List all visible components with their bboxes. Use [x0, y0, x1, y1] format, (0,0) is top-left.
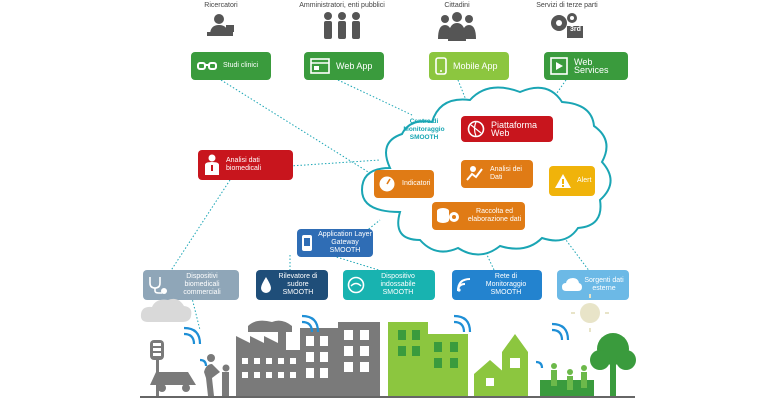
- web-services-button[interactable]: Web Services: [544, 52, 628, 80]
- web-services-icon: [550, 57, 568, 75]
- mobile-app-button[interactable]: Mobile App: [429, 52, 509, 80]
- device-biomedicali[interactable]: Dispositivi biomedicali commerciali: [143, 270, 239, 300]
- gateway-tile[interactable]: Application Layer Gateway SMOOTH: [297, 229, 373, 257]
- chart-pin-icon: [465, 164, 485, 184]
- actor-amministratori: Amministratori, enti pubblici: [282, 2, 402, 43]
- web-app-label: Web App: [336, 61, 373, 71]
- device-sorgenti-label: Sorgenti dati esterne: [584, 277, 624, 292]
- web-services-label: Web Services: [574, 57, 609, 75]
- stethoscope-icon: [147, 275, 169, 295]
- third-party-badge: 3rd: [570, 26, 581, 33]
- raccolta-dati-label: Raccolta ed elaborazione dati: [467, 208, 522, 223]
- analisi-dati-tile[interactable]: Analisi dei Dati: [461, 160, 533, 188]
- person-desk-icon: [207, 14, 234, 36]
- analisi-biomedicali-label: Analisi dati biomedicali: [226, 157, 262, 172]
- alert-label: Alert: [577, 177, 592, 184]
- actor-label: Cittadini: [444, 2, 470, 9]
- gauge-icon: [378, 175, 396, 193]
- analisi-biomedicali-tile[interactable]: Analisi dati biomedicali: [198, 150, 293, 180]
- doctor-icon: [204, 154, 220, 176]
- device-sudore[interactable]: Rilevatore di sudore SMOOTH: [256, 270, 328, 300]
- actor-label: Amministratori, enti pubblici: [299, 2, 385, 9]
- device-indossabile[interactable]: Dispositivo indossabile SMOOTH: [343, 270, 435, 300]
- cloud-title: Centro di Monitoraggio SMOOTH: [403, 118, 445, 141]
- actor-label: Ricercatori: [204, 2, 238, 9]
- wearable-icon: [347, 276, 365, 294]
- actor-terze-parti: Servizi di terze parti 3rd: [512, 2, 622, 41]
- device-sudore-label: Rilevatore di sudore SMOOTH: [278, 273, 318, 296]
- cloud-data-icon: [561, 277, 583, 293]
- studi-clinici-button[interactable]: Studi clinici: [191, 52, 271, 80]
- wifi-icon: [456, 277, 474, 293]
- warning-icon: [554, 173, 572, 189]
- actor-label: Servizi di terze parti: [536, 2, 598, 9]
- piattaforma-web-label: Piattaforma Web: [491, 120, 538, 138]
- gears-icon: [551, 13, 583, 38]
- crowd-icon: [438, 12, 476, 41]
- drop-icon: [260, 276, 272, 294]
- device-rete[interactable]: Rete di Monitoraggio SMOOTH: [452, 270, 542, 300]
- device-biomedicali-label: Dispositivi biomedicali commerciali: [183, 273, 221, 296]
- actor-cittadini: Cittadini: [402, 2, 512, 43]
- actor-ricercatori: Ricercatori: [166, 2, 276, 41]
- globe-cursor-icon: [467, 120, 485, 138]
- database-gears-icon: [436, 206, 460, 226]
- indicatori-label: Indicatori: [402, 180, 431, 187]
- analisi-dati-label: Analisi dei Dati: [490, 166, 522, 181]
- gateway-label: Application Layer Gateway SMOOTH: [318, 231, 372, 254]
- piattaforma-web-tile[interactable]: Piattaforma Web: [461, 116, 553, 142]
- web-app-button[interactable]: Web App: [304, 52, 384, 80]
- people-group-icon: [324, 12, 360, 39]
- raccolta-dati-tile[interactable]: Raccolta ed elaborazione dati: [432, 202, 525, 230]
- alert-tile[interactable]: Alert: [549, 166, 595, 196]
- device-rete-label: Rete di Monitoraggio SMOOTH: [485, 273, 527, 296]
- glasses-icon: [197, 60, 217, 72]
- device-sorgenti[interactable]: Sorgenti dati esterne: [557, 270, 629, 300]
- browser-icon: [310, 58, 330, 74]
- mobile-app-label: Mobile App: [453, 61, 498, 71]
- indicatori-tile[interactable]: Indicatori: [374, 170, 434, 198]
- phone-icon: [435, 57, 447, 75]
- phone-gateway-icon: [301, 234, 313, 252]
- device-indossabile-label: Dispositivo indossabile SMOOTH: [380, 273, 416, 296]
- studi-clinici-label: Studi clinici: [223, 62, 259, 69]
